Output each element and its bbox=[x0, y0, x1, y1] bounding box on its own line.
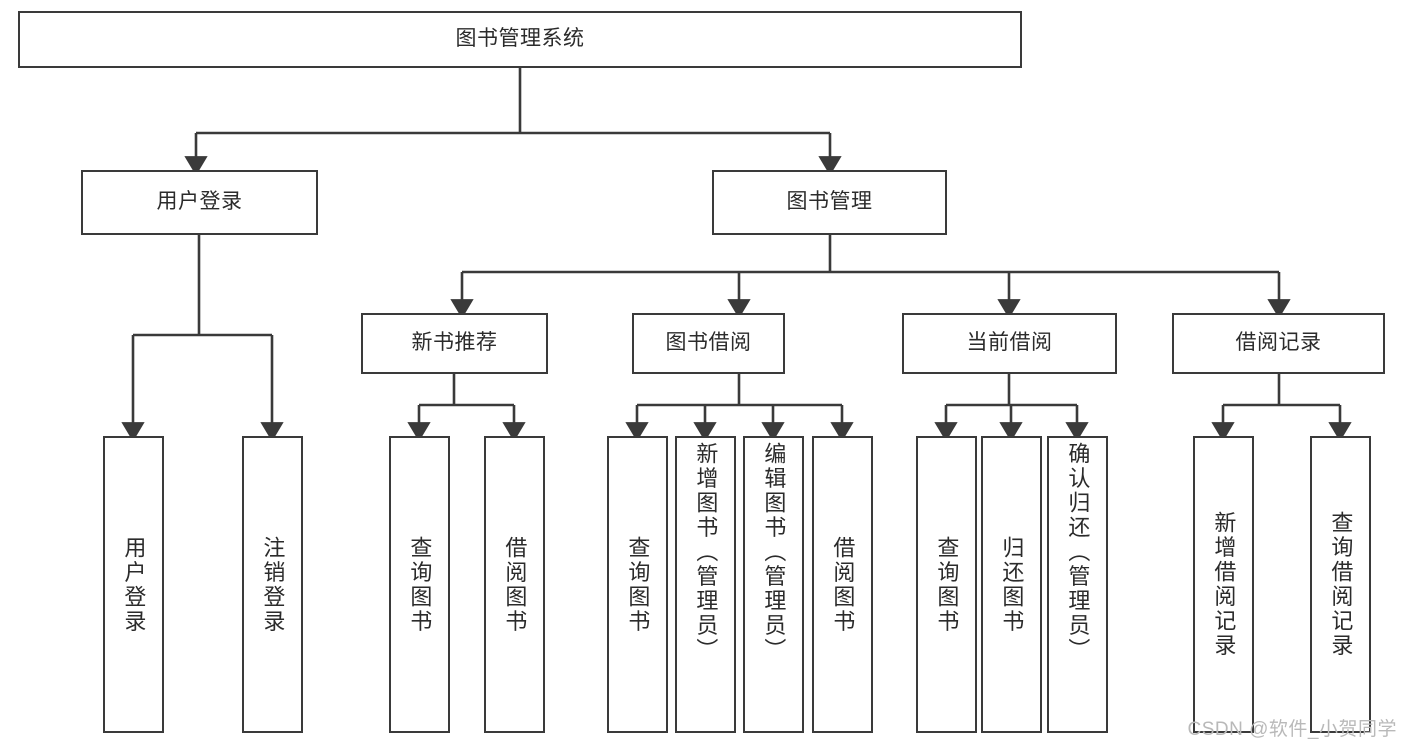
node-label: 新增借阅记录 bbox=[1211, 511, 1237, 658]
watermark-text: CSDN @软件_小贺同学 bbox=[1187, 719, 1397, 740]
node-label: 图书借阅 bbox=[665, 331, 752, 355]
leaf-borrow-book[interactable]: 借阅图书 bbox=[812, 436, 873, 733]
node-label: 用户登录 bbox=[156, 190, 243, 214]
leaf-add-borrow-record[interactable]: 新增借阅记录 bbox=[1193, 436, 1254, 733]
node-label: 编辑图书（管理员） bbox=[761, 442, 787, 663]
node-label: 查询图书 bbox=[625, 535, 651, 634]
leaf-confirm-return-admin[interactable]: 确认归还（管理员） bbox=[1047, 436, 1108, 733]
leaf-borrow-book-recommend[interactable]: 借阅图书 bbox=[484, 436, 545, 733]
node-label: 查询图书 bbox=[407, 535, 433, 634]
leaf-add-book-admin[interactable]: 新增图书（管理员） bbox=[675, 436, 736, 733]
node-label: 注销登录 bbox=[260, 535, 286, 634]
node-user-login[interactable]: 用户登录 bbox=[81, 170, 318, 235]
leaf-edit-book-admin[interactable]: 编辑图书（管理员） bbox=[743, 436, 804, 733]
node-new-book-recommend[interactable]: 新书推荐 bbox=[361, 313, 548, 374]
node-label: 新增图书（管理员） bbox=[693, 442, 719, 663]
node-label: 查询借阅记录 bbox=[1328, 511, 1354, 658]
node-label: 图书管理 bbox=[786, 190, 873, 214]
leaf-query-book-current[interactable]: 查询图书 bbox=[916, 436, 977, 733]
node-book-management[interactable]: 图书管理 bbox=[712, 170, 947, 235]
node-label: 归还图书 bbox=[999, 535, 1025, 634]
node-label: 确认归还（管理员） bbox=[1065, 442, 1091, 663]
node-label: 借阅图书 bbox=[502, 535, 528, 634]
node-label: 图书管理系统 bbox=[455, 27, 585, 51]
node-label: 新书推荐 bbox=[411, 331, 498, 355]
leaf-query-borrow-record[interactable]: 查询借阅记录 bbox=[1310, 436, 1371, 733]
node-borrow-records[interactable]: 借阅记录 bbox=[1172, 313, 1385, 374]
leaf-logout[interactable]: 注销登录 bbox=[242, 436, 303, 733]
leaf-query-book-borrow[interactable]: 查询图书 bbox=[607, 436, 668, 733]
node-label: 查询图书 bbox=[934, 535, 960, 634]
node-label: 借阅图书 bbox=[830, 535, 856, 634]
node-label: 用户登录 bbox=[121, 535, 147, 634]
leaf-return-book[interactable]: 归还图书 bbox=[981, 436, 1042, 733]
node-label: 当前借阅 bbox=[966, 331, 1053, 355]
node-current-borrow[interactable]: 当前借阅 bbox=[902, 313, 1117, 374]
leaf-query-book-recommend[interactable]: 查询图书 bbox=[389, 436, 450, 733]
leaf-user-login[interactable]: 用户登录 bbox=[103, 436, 164, 733]
node-label: 借阅记录 bbox=[1235, 331, 1322, 355]
node-book-borrow[interactable]: 图书借阅 bbox=[632, 313, 785, 374]
node-root-system[interactable]: 图书管理系统 bbox=[18, 11, 1022, 68]
